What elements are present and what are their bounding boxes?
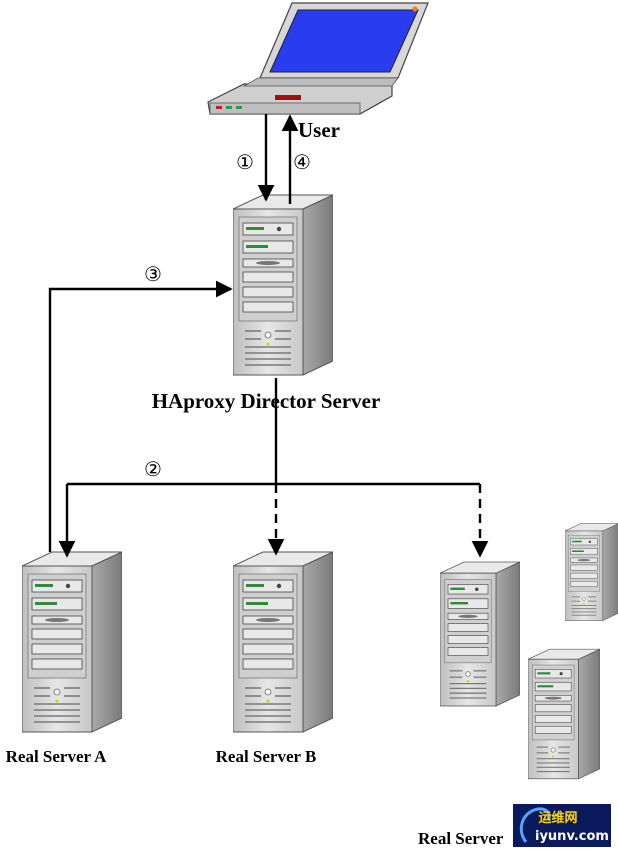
step-1-marker: ① [236, 150, 254, 174]
real-server-group-icon [440, 561, 520, 707]
watermark-bottom: iyunv.com [535, 829, 609, 844]
director-label: HAproxy Director Server [152, 389, 381, 413]
real-server-a-icon [22, 551, 122, 733]
watermark-top: 运维网 [538, 810, 577, 826]
user-laptop-icon [207, 2, 429, 115]
real-server-b-icon [233, 551, 333, 733]
watermark-logo: 运维网 iyunv.com [513, 804, 611, 847]
real-server-group-mid-icon [528, 648, 600, 780]
real-server-b-label: Real Server B [216, 747, 317, 766]
laptop-screen [269, 9, 419, 73]
director-server-icon [233, 194, 333, 376]
real-server-a-label: Real Server A [6, 747, 107, 766]
arrow-step-2 [58, 378, 489, 558]
real-server-group-label: Real Server [418, 829, 504, 848]
step-2-marker: ② [144, 457, 162, 481]
user-label: User [298, 118, 340, 142]
step-4-marker: ④ [293, 150, 311, 174]
arrow-step-3 [48, 280, 233, 552]
real-server-group-small-icon [565, 522, 618, 622]
step-3-marker: ③ [144, 262, 162, 286]
